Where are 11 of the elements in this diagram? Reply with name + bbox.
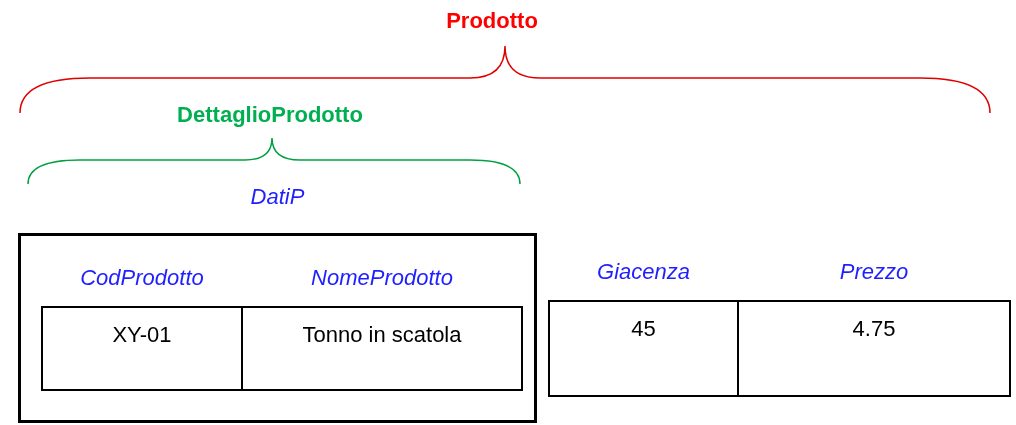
- field-name: Prezzo: [838, 259, 910, 285]
- value-cell: XY-01: [41, 306, 243, 391]
- field-name: Giacenza: [596, 259, 691, 285]
- value-cell: 4.75: [737, 300, 1011, 397]
- value-cell: 45: [548, 300, 739, 397]
- value-cell: Tonno in scatola: [241, 306, 523, 391]
- field-name: CodProdotto: [79, 265, 205, 291]
- field-name: NomeProdotto: [310, 265, 454, 291]
- brace-label: DettaglioProdotto: [177, 102, 363, 128]
- field-name: DatiP: [249, 184, 306, 210]
- brace-label: Prodotto: [446, 8, 538, 34]
